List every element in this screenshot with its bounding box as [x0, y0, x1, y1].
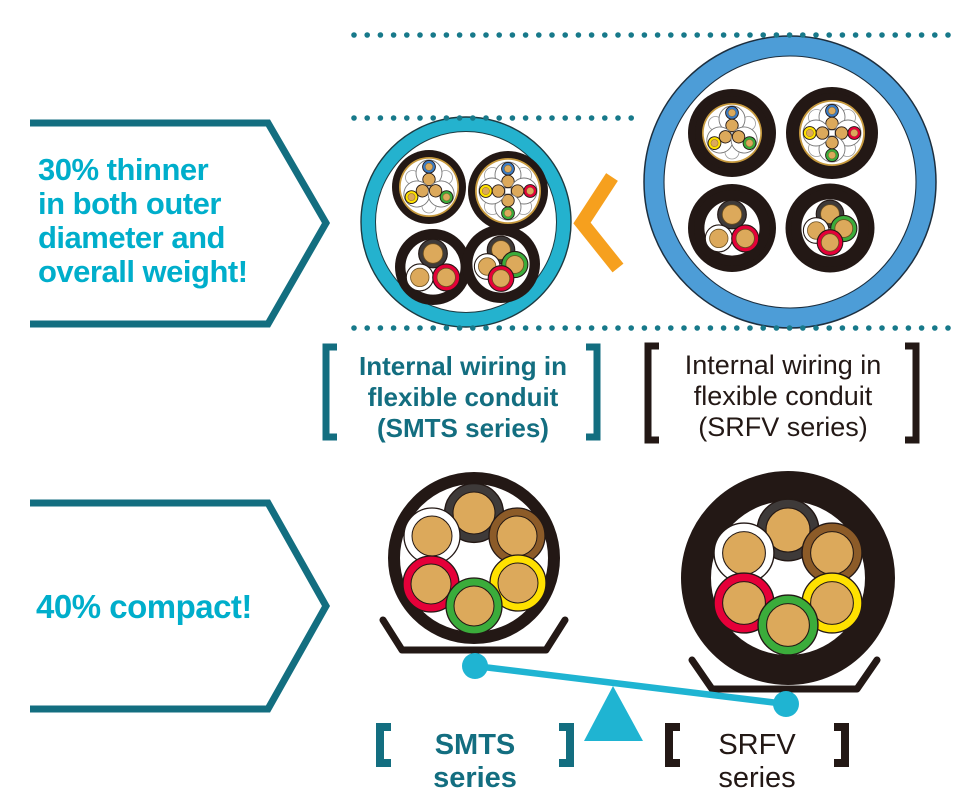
compact-banner-text: 40% compact!	[36, 588, 252, 625]
smts-coil-illustration	[388, 472, 560, 644]
scale-fulcrum-icon	[584, 686, 643, 741]
less-than-icon	[573, 173, 624, 273]
smts-series-label-brackets	[376, 723, 574, 767]
scale-beam	[462, 653, 799, 717]
srfv-coil-illustration	[681, 471, 895, 685]
compact-banner-shape	[30, 499, 331, 713]
smts-series-label: SMTS series	[433, 729, 517, 794]
srfv-series-label-brackets	[665, 723, 849, 767]
smts-conduit-label-brackets	[322, 343, 601, 441]
smts-scale-pan	[379, 616, 569, 654]
thinner-banner-text: 30% thinner in both outer diameter and o…	[38, 152, 248, 289]
srfv-conduit-illustration	[643, 35, 937, 329]
srfv-series-label: SRFV series	[718, 729, 796, 794]
srfv-conduit-label-brackets	[644, 342, 920, 444]
smts-conduit-label: Internal wiring in flexible conduit (SMT…	[358, 351, 567, 443]
srfv-scale-pan	[688, 656, 881, 693]
smts-conduit-illustration	[360, 116, 572, 328]
srfv-conduit-label: Internal wiring in flexible conduit (SRF…	[684, 350, 882, 442]
thinner-banner-shape	[30, 119, 331, 328]
